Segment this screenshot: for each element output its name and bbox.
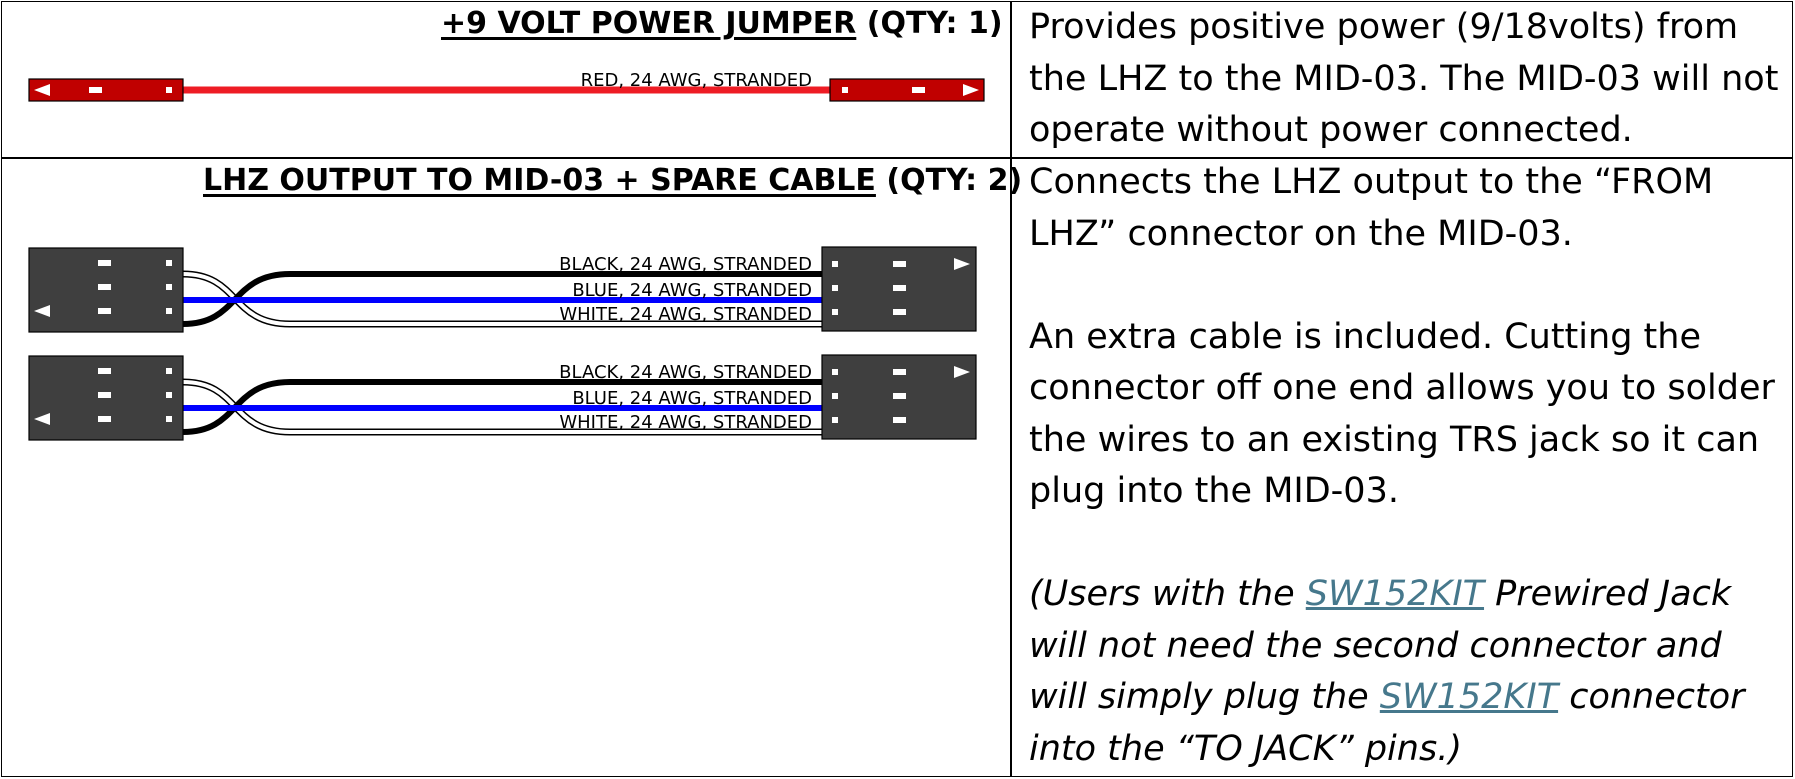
cable-assembly: BLACK, 24 AWG, STRANDED BLUE, 24 AWG, STR… [28, 354, 977, 441]
output-cable-qty: (QTY: 2) [886, 163, 1023, 198]
pin-mark [98, 392, 111, 398]
pin-mark [166, 87, 172, 93]
pin-mark [98, 416, 111, 422]
pin-mark [832, 309, 838, 315]
red-wire-label: RED, 24 AWG, STRANDED [581, 70, 812, 91]
pin-mark [893, 369, 906, 375]
power-jumper-qty: (QTY: 1) [866, 6, 1003, 41]
pin-mark [893, 393, 906, 399]
output-cable-description-p1: Connects the LHZ output to the “FROM LHZ… [1029, 162, 1714, 254]
pin-mark [166, 368, 172, 374]
pin-mark [893, 417, 906, 423]
pin-mark [842, 87, 848, 93]
wire-label: WHITE, 24 AWG, STRANDED [559, 412, 812, 433]
pin1-arrow-icon [954, 366, 970, 378]
pin-mark [832, 417, 838, 423]
cable-assembly: BLACK, 24 AWG, STRANDED BLUE, 24 AWG, STR… [28, 246, 977, 333]
wire-label: BLACK, 24 AWG, STRANDED [559, 362, 812, 383]
output-cable-note: (Users with the SW152KIT Prewired Jack w… [1029, 569, 1789, 775]
sw152kit-link[interactable]: SW152KIT [1379, 677, 1559, 717]
pin-mark [166, 284, 172, 290]
pin-mark [832, 369, 838, 375]
pin-mark [912, 87, 925, 93]
output-cable-name: LHZ OUTPUT TO MID-03 + SPARE CABLE [203, 163, 876, 198]
connector-right-body [829, 78, 985, 102]
pin-mark [98, 260, 111, 266]
wire-label: WHITE, 24 AWG, STRANDED [559, 304, 812, 325]
power-jumper-name: +9 VOLT POWER JUMPER [441, 6, 857, 41]
wire-label: BLUE, 24 AWG, STRANDED [572, 280, 812, 301]
pin1-arrow-icon [954, 258, 970, 270]
row-divider [2, 157, 1792, 159]
wire-label: BLACK, 24 AWG, STRANDED [559, 254, 812, 275]
connector-left-body [28, 78, 184, 102]
pin-mark [893, 261, 906, 267]
power-connector-right [829, 78, 985, 102]
wire-label: BLUE, 24 AWG, STRANDED [572, 388, 812, 409]
pin-mark [98, 284, 111, 290]
power-jumper-description: Provides positive power (9/18volts) from… [1029, 2, 1789, 157]
pin-mark [893, 285, 906, 291]
pin1-arrow-icon [34, 413, 50, 425]
wire [182, 379, 830, 435]
pin-mark [832, 285, 838, 291]
output-cable-description-p2: An extra cable is included. Cutting the … [1029, 316, 1775, 512]
pin-mark [98, 308, 111, 314]
pin-mark [166, 260, 172, 266]
pin-mark [832, 261, 838, 267]
pin-mark [893, 309, 906, 315]
wire [182, 271, 830, 327]
pin-mark [166, 416, 172, 422]
power-connector-left [28, 78, 184, 102]
note-text: connector into the “TO JACK” pins.) [1029, 677, 1745, 769]
note-text: (Users with the [1029, 574, 1306, 614]
power-jumper-title: +9 VOLT POWER JUMPER (QTY: 1) [441, 6, 1003, 41]
output-cable-diagram: BLACK, 24 AWG, STRANDED BLUE, 24 AWG, STR… [28, 246, 977, 441]
pin1-arrow-icon [34, 84, 50, 96]
power-jumper-diagram: RED, 24 AWG, STRANDED [28, 70, 985, 102]
note-text: Prewired Jack will not need the second c… [1029, 574, 1732, 717]
pin-mark [832, 393, 838, 399]
output-cable-title: LHZ OUTPUT TO MID-03 + SPARE CABLE (QTY:… [203, 163, 1022, 198]
pin-mark [166, 392, 172, 398]
pin-mark [89, 87, 102, 93]
power-jumper-description-text: Provides positive power (9/18volts) from… [1029, 7, 1779, 150]
column-divider [1010, 2, 1012, 776]
sw152kit-link[interactable]: SW152KIT [1305, 574, 1485, 614]
output-cable-description: Connects the LHZ output to the “FROM LHZ… [1029, 157, 1789, 775]
pin1-arrow-icon [34, 305, 50, 317]
pin-mark [98, 368, 111, 374]
pin1-arrow-icon [963, 84, 979, 96]
pin-mark [166, 308, 172, 314]
